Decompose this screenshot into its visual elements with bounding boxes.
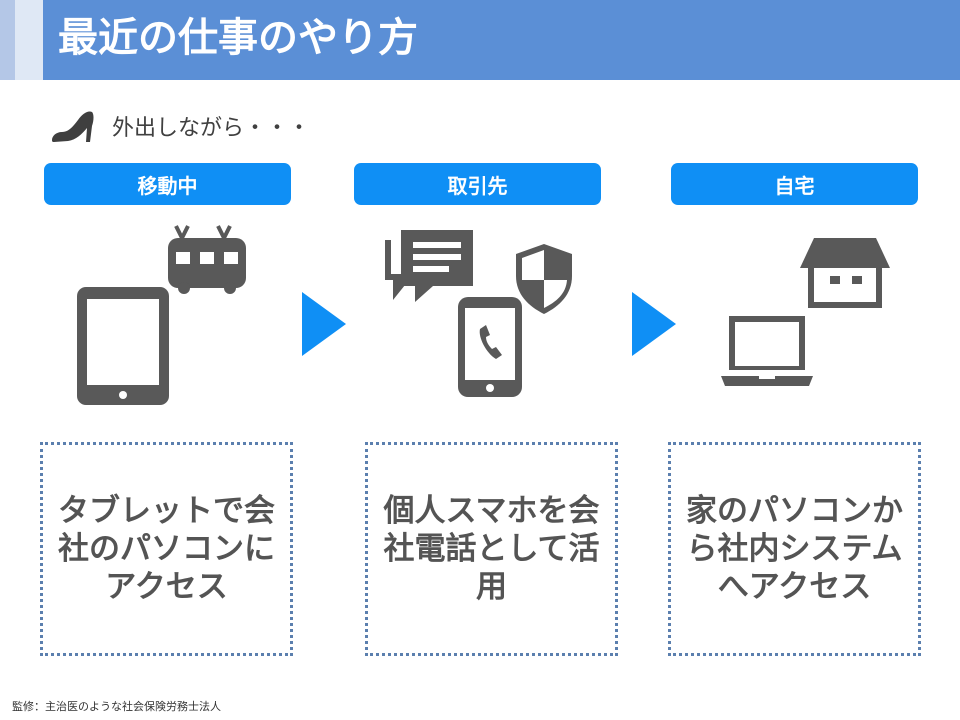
subtitle-text: 外出しながら・・・	[112, 116, 311, 141]
description-text: タブレットで会社のパソコンにアクセス	[58, 493, 275, 605]
label-client: 取引先	[354, 163, 601, 205]
chat-bubble-icon	[385, 230, 473, 302]
tablet-icon	[77, 287, 169, 405]
house-icon	[800, 238, 890, 308]
page-title: 最近の仕事のやり方	[58, 15, 418, 61]
smartphone-icon	[458, 297, 522, 397]
footer-credit: 監修：主治医のような社会保険労務士法人	[12, 700, 221, 713]
header-bar: 最近の仕事のやり方	[0, 0, 960, 80]
arrow-right-icon	[632, 292, 676, 356]
description-text: 個人スマホを会社電話として活用	[383, 493, 600, 605]
header-stripe-light	[15, 0, 43, 80]
description-box-home: 家のパソコンから社内システムへアクセス	[668, 442, 921, 656]
arrow-right-icon	[302, 292, 346, 356]
shield-icon	[516, 244, 572, 314]
description-box-moving: タブレットで会社のパソコンにアクセス	[40, 442, 293, 656]
label-moving: 移動中	[44, 163, 291, 205]
header-stripe	[0, 0, 15, 80]
label-home: 自宅	[671, 163, 918, 205]
description-text: 家のパソコンから社内システムへアクセス	[686, 493, 903, 605]
train-icon	[168, 225, 246, 294]
high-heel-icon	[52, 111, 94, 142]
description-box-client: 個人スマホを会社電話として活用	[365, 442, 618, 656]
laptop-icon	[721, 316, 813, 386]
subtitle-row: 外出しながら・・・	[48, 106, 310, 146]
